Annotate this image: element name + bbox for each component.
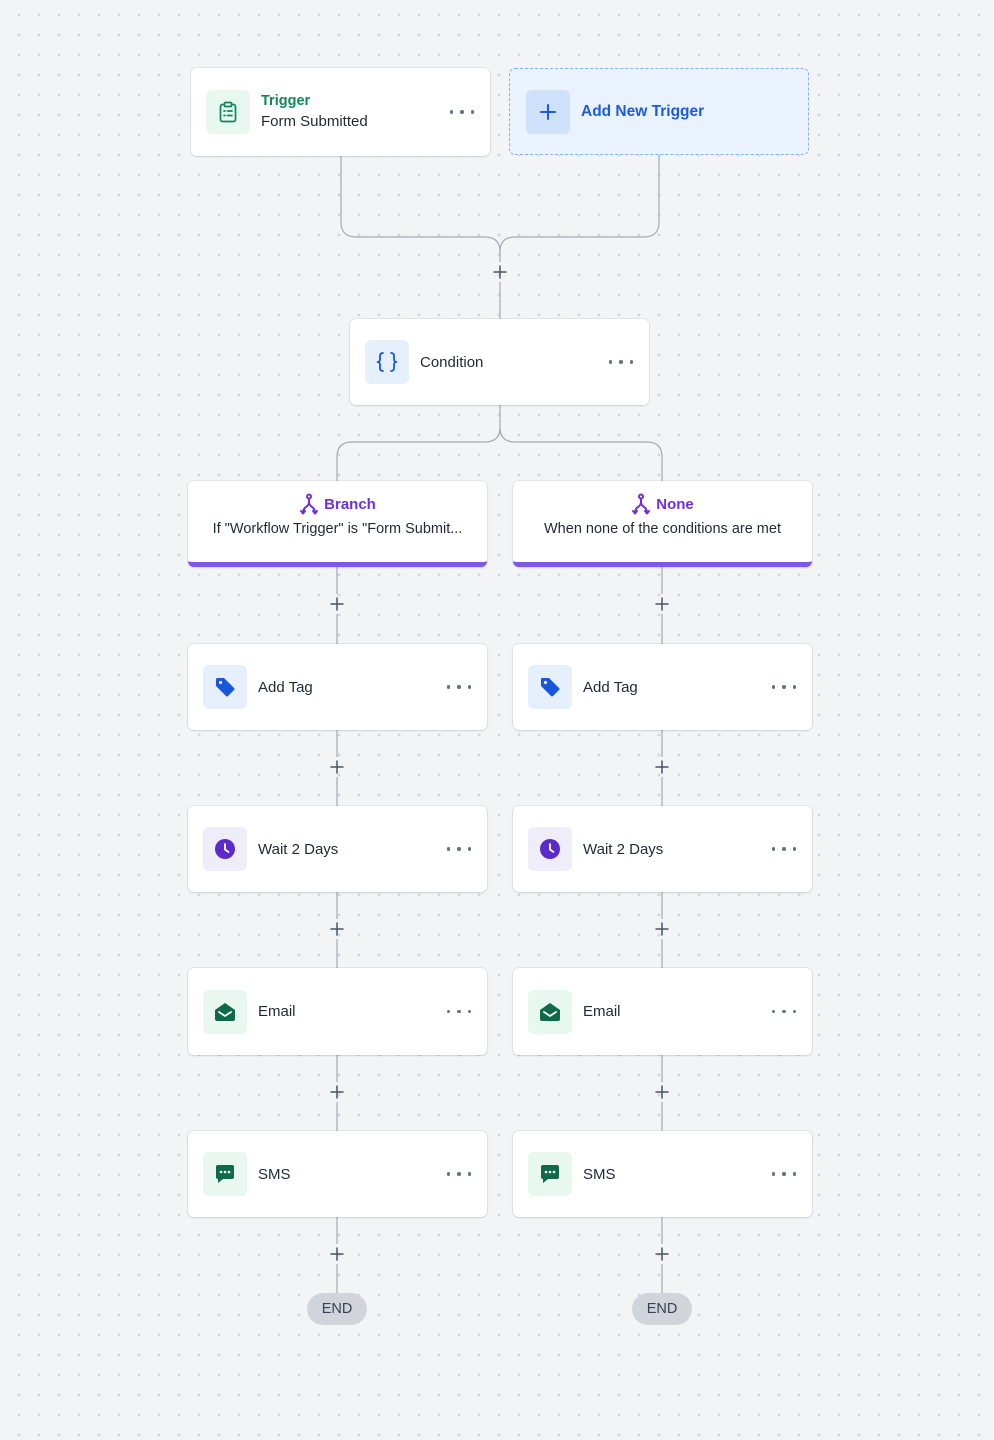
plus-icon — [330, 760, 344, 774]
action-label: SMS — [258, 1165, 291, 1183]
clock-icon — [203, 827, 247, 871]
end-marker: END — [307, 1293, 367, 1325]
end-marker: END — [632, 1293, 692, 1325]
condition-label: Condition — [420, 353, 484, 371]
wait-action-card[interactable]: Wait 2 Days — [513, 806, 812, 892]
add-step-button[interactable] — [328, 920, 346, 938]
action-more-icon[interactable] — [772, 677, 796, 697]
wait-action-card[interactable]: Wait 2 Days — [188, 806, 487, 892]
add-tag-action-card[interactable]: Add Tag — [513, 644, 812, 730]
chat-icon — [203, 1152, 247, 1196]
action-label: Email — [258, 1003, 296, 1020]
add-step-button[interactable] — [328, 595, 346, 613]
branch-card[interactable]: Branch If "Workflow Trigger" is "Form Su… — [188, 481, 487, 567]
action-label: SMS — [583, 1165, 616, 1183]
sms-action-card[interactable]: SMS — [513, 1131, 812, 1217]
action-label: Wait 2 Days — [258, 840, 339, 858]
action-label: Add Tag — [583, 678, 638, 696]
action-more-icon[interactable] — [447, 839, 471, 859]
add-step-button[interactable] — [653, 1083, 671, 1101]
plus-icon — [655, 597, 669, 611]
plus-icon — [655, 1085, 669, 1099]
braces-icon — [365, 340, 409, 384]
add-step-button[interactable] — [491, 263, 509, 281]
trigger-more-icon[interactable] — [450, 102, 474, 122]
add-new-trigger-label: Add New Trigger — [581, 102, 705, 120]
add-tag-action-card[interactable]: Add Tag — [188, 644, 487, 730]
plus-icon — [330, 922, 344, 936]
branch-icon — [300, 493, 319, 515]
action-more-icon[interactable] — [772, 839, 796, 859]
branch-description: If "Workflow Trigger" is "Form Submit... — [212, 521, 463, 537]
plus-icon — [330, 1247, 344, 1261]
action-more-icon[interactable] — [447, 1002, 471, 1022]
action-more-icon[interactable] — [772, 1164, 796, 1184]
add-step-button[interactable] — [328, 758, 346, 776]
add-step-button[interactable] — [653, 758, 671, 776]
add-step-button[interactable] — [328, 1083, 346, 1101]
trigger-text: Trigger Form Submitted — [261, 91, 450, 133]
action-label: Wait 2 Days — [583, 840, 664, 858]
none-branch-title: None — [656, 495, 694, 513]
action-label: Email — [583, 1003, 621, 1020]
plus-icon — [493, 265, 507, 279]
plus-icon — [330, 597, 344, 611]
none-branch-card[interactable]: None When none of the conditions are met — [513, 481, 812, 567]
branch-title: Branch — [324, 495, 376, 513]
tag-icon — [528, 665, 572, 709]
plus-icon — [655, 922, 669, 936]
action-more-icon[interactable] — [772, 1002, 796, 1022]
trigger-subtitle: Form Submitted — [261, 113, 368, 130]
sms-action-card[interactable]: SMS — [188, 1131, 487, 1217]
add-step-button[interactable] — [653, 920, 671, 938]
branch-icon — [632, 493, 651, 515]
email-action-card[interactable]: Email — [188, 968, 487, 1055]
plus-icon — [330, 1085, 344, 1099]
add-step-button[interactable] — [328, 1245, 346, 1263]
email-action-card[interactable]: Email — [513, 968, 812, 1055]
none-branch-description: When none of the conditions are met — [544, 521, 781, 537]
plus-icon — [655, 760, 669, 774]
envelope-icon — [528, 989, 572, 1034]
add-new-trigger-button[interactable]: Add New Trigger — [509, 68, 809, 155]
add-step-button[interactable] — [653, 1245, 671, 1263]
clock-icon — [528, 827, 572, 871]
action-more-icon[interactable] — [447, 1164, 471, 1184]
tag-icon — [203, 665, 247, 709]
clipboard-icon — [206, 90, 250, 134]
condition-card[interactable]: Condition — [350, 319, 649, 405]
plus-icon — [526, 89, 570, 134]
envelope-icon — [203, 989, 247, 1034]
add-step-button[interactable] — [653, 595, 671, 613]
action-label: Add Tag — [258, 678, 313, 696]
trigger-title: Trigger — [261, 93, 311, 109]
action-more-icon[interactable] — [447, 677, 471, 697]
chat-icon — [528, 1152, 572, 1196]
trigger-card[interactable]: Trigger Form Submitted — [191, 68, 490, 156]
plus-icon — [655, 1247, 669, 1261]
condition-more-icon[interactable] — [609, 352, 633, 372]
